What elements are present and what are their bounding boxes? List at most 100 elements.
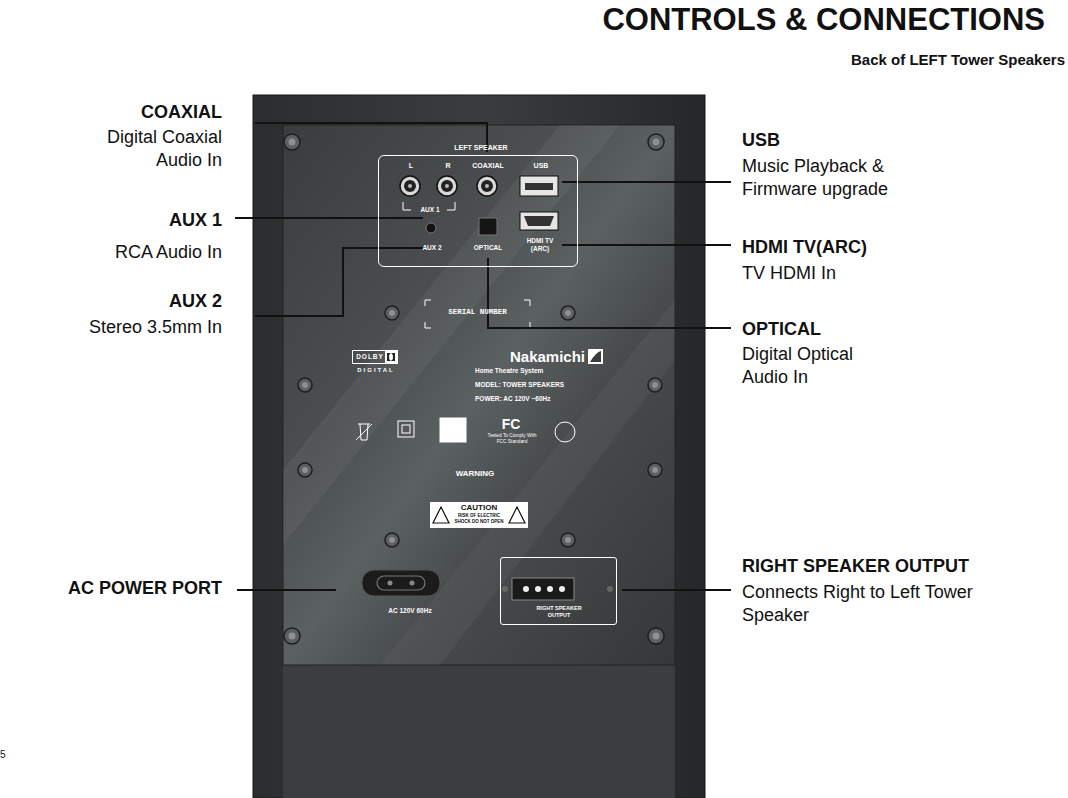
- port-label: L: [401, 161, 421, 170]
- port-label: AUX 2: [414, 244, 450, 252]
- callout-text: Connects Right to Left Tower Speaker: [742, 581, 1037, 628]
- screw-head-part: [302, 467, 308, 473]
- screw: [284, 134, 664, 644]
- brand-logo-part: [590, 351, 601, 362]
- certification-icons-part: [555, 422, 575, 442]
- screw-head-part: [653, 139, 660, 146]
- port-label: OPTICAL: [465, 244, 511, 252]
- speaker-output-socket-part: [523, 586, 529, 592]
- cabinet-part: [283, 665, 675, 798]
- screw-head-part: [653, 633, 660, 640]
- screw-head-part: [302, 382, 308, 388]
- callout-text: RCA Audio In: [40, 241, 222, 264]
- certification-icons-part: [440, 418, 466, 442]
- callout-heading: AC POWER PORT: [20, 577, 222, 600]
- caution-plate-part: [430, 502, 528, 528]
- screw-head-part: [289, 139, 296, 146]
- screw-head: [289, 139, 660, 640]
- screw-part: [648, 134, 664, 150]
- rca-jack-part: [481, 180, 493, 192]
- port-label: AUX 1: [412, 206, 448, 214]
- callout-text: Stereo 3.5mm In: [30, 316, 222, 339]
- screw-part: [385, 533, 399, 547]
- screw-part: [648, 378, 662, 392]
- hdmi-port: [520, 212, 558, 230]
- aux-jack: [426, 223, 436, 233]
- callout-text: Digital Optical Audio In: [742, 343, 902, 390]
- leader-line-part: [562, 244, 731, 246]
- callout-heading: HDMI TV(ARC): [742, 236, 962, 259]
- speaker-output-socket-part: [547, 586, 553, 592]
- page-subtitle: Back of LEFT Tower Speakers: [690, 50, 1065, 70]
- back-plate-part: [283, 125, 675, 665]
- speaker-output-socket-part: [502, 586, 508, 592]
- warning-heading: WARNING: [420, 469, 530, 479]
- hdmi-port-part: [524, 216, 554, 226]
- rca-jack-part: [408, 184, 412, 188]
- callout-heading: USB: [742, 129, 962, 152]
- product-line: Home Theatre System: [475, 367, 600, 375]
- caution-text: RISK OF ELECTRIC SHOCK DO NOT OPEN: [452, 513, 506, 525]
- aux-jack-part: [426, 223, 436, 233]
- caution-plate-part: [509, 507, 525, 523]
- hdmi-port-part: [520, 212, 558, 230]
- fcc-logo: FC: [495, 415, 527, 433]
- power-rating: POWER: AC 120V ~60Hz: [475, 395, 600, 403]
- certification-icons-part: [398, 421, 414, 437]
- caution-label: CAUTIONRISK OF ELECTRIC SHOCK DO NOT OPE…: [430, 502, 528, 528]
- screw-part: [648, 628, 664, 644]
- port-label: R: [438, 161, 458, 170]
- ac-power-socket-part: [377, 576, 425, 590]
- callout-text: TV HDMI In: [742, 262, 962, 285]
- page-number: 5: [0, 748, 14, 761]
- ac-power-socket: [362, 570, 440, 596]
- badge-text: DOLBY: [355, 353, 385, 361]
- leader-line-part: [255, 123, 487, 152]
- dolby-logo: [385, 351, 397, 363]
- callout-heading: AUX 2: [40, 290, 222, 313]
- port-label: COAXIAL: [466, 161, 510, 170]
- serial-bracket: [425, 300, 530, 328]
- rca-jack-part: [445, 184, 449, 188]
- leader-line: [235, 123, 731, 590]
- screw-head-part: [389, 310, 395, 316]
- caution-plate: [430, 502, 528, 528]
- speaker-output-socket-part: [559, 586, 565, 592]
- model-line: MODEL: TOWER SPEAKERS: [475, 381, 600, 389]
- ac-power-socket-part: [362, 570, 440, 596]
- caution-heading: CAUTION: [449, 503, 509, 513]
- speaker-output-socket-part: [607, 586, 613, 592]
- rca-jack-part: [400, 176, 420, 196]
- connector-panel: LEFT SPEAKERLRCOAXIALUSBAUX 1AUX 2OPTICA…: [378, 155, 578, 267]
- usb-port: [520, 176, 558, 196]
- speaker-output-socket-part: [512, 578, 574, 600]
- certification-icons-part: [356, 424, 372, 440]
- rca-jack-part: [477, 176, 497, 196]
- callout-heading: OPTICAL: [742, 318, 962, 341]
- screw-head-part: [652, 467, 658, 473]
- callout-heading: AUX 1: [40, 209, 222, 232]
- callout-heading: RIGHT SPEAKER OUTPUT: [742, 555, 1042, 578]
- usb-port-part: [520, 176, 558, 196]
- callout-text: Digital Coaxial Audio In: [60, 126, 222, 173]
- serial-bracket-part: [425, 300, 530, 328]
- screw-part: [561, 533, 575, 547]
- optical-port-part: [479, 218, 497, 235]
- leader-line-part: [255, 248, 426, 316]
- certification-icons: [356, 418, 575, 442]
- optical-port: [479, 218, 497, 235]
- screw-part: [385, 306, 399, 320]
- serial-label: SERIAL NUMBER: [425, 308, 530, 318]
- leader-line-part: [562, 181, 731, 183]
- page-title: CONTROLS & CONNECTIONS: [480, 0, 1045, 40]
- leader-line-part: [488, 258, 731, 328]
- port-label: HDMI TV (ARC): [522, 237, 558, 254]
- screw-head-part: [652, 382, 658, 388]
- screw-part: [561, 306, 575, 320]
- leader-line-part: [622, 589, 731, 591]
- fcc-note: Tested To Comply With FCC Standard: [482, 433, 542, 445]
- brand-logo-part: [588, 349, 603, 364]
- screw-part: [648, 463, 662, 477]
- screw-head-part: [289, 633, 296, 640]
